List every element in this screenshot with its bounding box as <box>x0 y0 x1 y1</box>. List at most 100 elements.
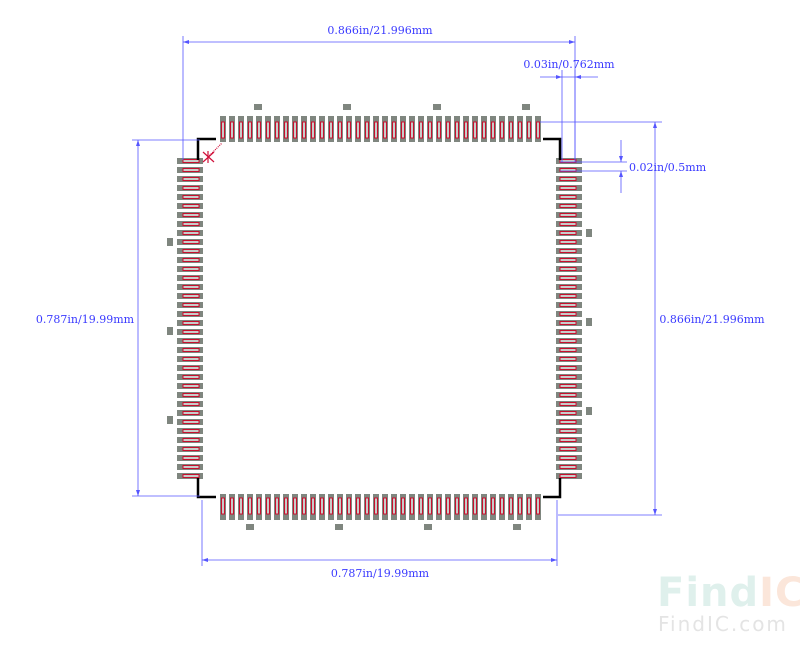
marker-pad <box>167 238 173 246</box>
pad-outline <box>559 393 577 397</box>
pad-outline <box>374 121 378 139</box>
pad-outline <box>559 366 577 370</box>
pad-outline <box>527 497 531 515</box>
pad-outline <box>446 121 450 139</box>
marker-pad <box>254 104 262 110</box>
pad-outline <box>182 447 200 451</box>
pad-outline <box>559 258 577 262</box>
pad-outline <box>383 497 387 515</box>
pad-outline <box>182 186 200 190</box>
pad-outline <box>266 497 270 515</box>
pad-outline <box>182 339 200 343</box>
pad-outline <box>182 285 200 289</box>
pad-outline <box>559 429 577 433</box>
pad-outline <box>401 121 405 139</box>
pad-outline <box>257 121 261 139</box>
dim-top-width: 0.866in/21.996mm <box>327 24 433 37</box>
pad-outline <box>221 121 225 139</box>
pad-outline <box>320 497 324 515</box>
pad-outline <box>182 456 200 460</box>
pad-outline <box>392 497 396 515</box>
pad-outline <box>311 497 315 515</box>
marker-pad <box>167 327 173 335</box>
pad-outline <box>559 249 577 253</box>
watermark-logo: FindIC <box>657 570 800 616</box>
dim-pitch: 0.02in/0.5mm <box>629 161 707 174</box>
pad-outline <box>559 447 577 451</box>
pad-outline <box>455 497 459 515</box>
pad-outline <box>464 121 468 139</box>
pad-outline <box>275 497 279 515</box>
pad-outline <box>509 497 513 515</box>
pad-outline <box>419 497 423 515</box>
pad-outline <box>482 497 486 515</box>
pad-outline <box>356 121 360 139</box>
marker-pad <box>522 104 530 110</box>
pad-outline <box>559 267 577 271</box>
pad-outline <box>338 497 342 515</box>
pad-outline <box>182 159 200 163</box>
pad-outline <box>559 168 577 172</box>
dim-right-height: 0.866in/21.996mm <box>659 313 765 326</box>
pad-outline <box>559 438 577 442</box>
pad-outline <box>419 121 423 139</box>
pad-outline <box>302 497 306 515</box>
pad-outline <box>559 159 577 163</box>
corner-bottom-left <box>196 478 216 499</box>
pad-outline <box>182 276 200 280</box>
pad-outline <box>559 195 577 199</box>
pad-outline <box>248 121 252 139</box>
pad-outline <box>559 375 577 379</box>
logo-find: Find <box>657 570 760 616</box>
pad-outline <box>428 497 432 515</box>
pad-outline <box>559 240 577 244</box>
pad-outline <box>401 497 405 515</box>
pad-outline <box>182 411 200 415</box>
watermark-url: FindIC.com <box>658 612 788 636</box>
pad-outline <box>248 497 252 515</box>
pad-outline <box>182 366 200 370</box>
pad-outline <box>338 121 342 139</box>
pad-outline <box>182 303 200 307</box>
pad-outline <box>182 240 200 244</box>
pad-outline <box>559 321 577 325</box>
pad-outline <box>182 231 200 235</box>
pad-outline <box>559 312 577 316</box>
pad-outline <box>182 267 200 271</box>
corner-bottom-right <box>543 478 562 499</box>
marker-pad <box>424 524 432 530</box>
pad-outline <box>559 204 577 208</box>
pad-outline <box>182 375 200 379</box>
pad-outline <box>182 393 200 397</box>
pad-outline <box>182 204 200 208</box>
pad-outline <box>491 497 495 515</box>
pad-outline <box>182 249 200 253</box>
pad-outline <box>182 321 200 325</box>
pad-outline <box>559 348 577 352</box>
dimension-lines <box>132 36 662 566</box>
pad-outline <box>266 121 270 139</box>
corner-top-right <box>543 137 562 160</box>
marker-pad <box>246 524 254 530</box>
pad-outline <box>365 121 369 139</box>
pad-outline <box>559 222 577 226</box>
pad-outline <box>365 497 369 515</box>
marker-pad <box>586 407 592 415</box>
dim-pad-length: 0.03in/0.762mm <box>523 58 615 71</box>
marker-pad <box>586 318 592 326</box>
pad-outline <box>329 121 333 139</box>
pad-outline <box>509 121 513 139</box>
pad-outline <box>347 121 351 139</box>
pad-outline <box>559 231 577 235</box>
pad-outline <box>182 402 200 406</box>
corner-top-left <box>196 137 216 160</box>
pad-outline <box>182 384 200 388</box>
pad-outline <box>182 348 200 352</box>
pad-outline <box>182 294 200 298</box>
pad-outline <box>182 357 200 361</box>
pad-outline <box>182 195 200 199</box>
pad-outline <box>559 303 577 307</box>
pad-outline <box>257 497 261 515</box>
pad-outline <box>437 497 441 515</box>
